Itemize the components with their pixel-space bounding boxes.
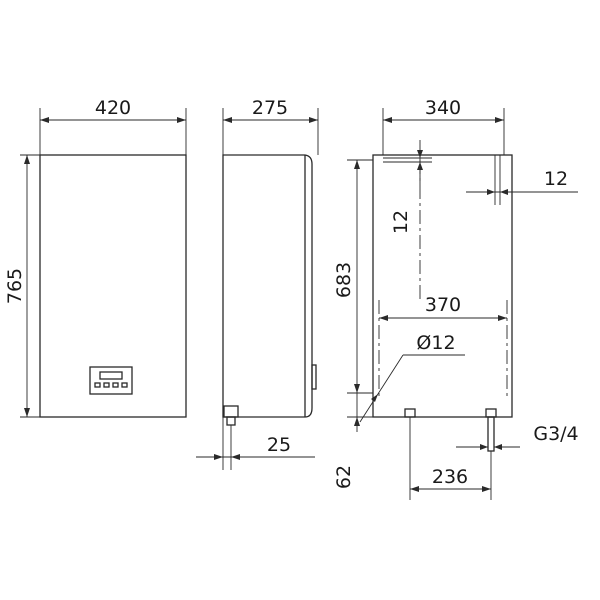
thread-label: G3/4 xyxy=(533,423,578,445)
pipe-fitting-left xyxy=(404,408,416,418)
side-view: 275 25 xyxy=(196,97,319,470)
arrowhead xyxy=(24,408,30,417)
arrowhead xyxy=(480,444,488,450)
arrowhead xyxy=(498,315,507,321)
front-housing xyxy=(39,154,187,418)
arrowhead xyxy=(482,486,491,492)
arrowhead xyxy=(500,189,508,195)
arrowhead xyxy=(309,117,318,123)
bottom-offset-label: 62 xyxy=(333,465,355,489)
arrowhead xyxy=(177,117,186,123)
control-button-3 xyxy=(112,382,119,388)
arrowhead xyxy=(354,160,360,169)
control-button-1 xyxy=(94,382,101,388)
mount-height-label: 683 xyxy=(333,262,355,298)
arrowhead xyxy=(495,117,504,123)
control-button-4 xyxy=(121,382,128,388)
arrowhead xyxy=(354,384,360,393)
pipe-spacing-label: 236 xyxy=(432,466,468,488)
arrowhead xyxy=(379,315,388,321)
front-width-label: 420 xyxy=(95,97,131,119)
hole-spacing-label: 370 xyxy=(425,294,461,316)
side-offset-label: 12 xyxy=(544,168,568,190)
front-height-label: 765 xyxy=(4,268,26,304)
arrowhead xyxy=(24,155,30,164)
arrowhead xyxy=(354,417,360,426)
arrowhead xyxy=(40,117,49,123)
arrowhead xyxy=(223,117,232,123)
side-pipe-fitting xyxy=(223,405,239,418)
front-view: 420 765 xyxy=(4,97,187,418)
arrowhead xyxy=(417,162,423,170)
side-pipe-offset-label: 25 xyxy=(267,434,291,456)
pipe-stub-right xyxy=(487,416,495,452)
control-display xyxy=(99,371,123,380)
arrowhead xyxy=(487,189,495,195)
mounting-view: 340 12 12 683 370 Ø12 xyxy=(333,97,579,500)
mount-width-label: 340 xyxy=(425,97,461,119)
arrowhead xyxy=(231,454,240,460)
side-depth-label: 275 xyxy=(252,97,288,119)
arrowhead xyxy=(371,394,378,402)
control-panel xyxy=(89,366,133,395)
top-offset-label: 12 xyxy=(390,210,412,234)
side-pipe-stub xyxy=(226,416,236,426)
side-knob xyxy=(311,364,317,390)
arrowhead xyxy=(410,486,419,492)
diameter-leader xyxy=(359,354,404,423)
mounting-housing xyxy=(372,154,513,418)
arrowhead xyxy=(494,444,502,450)
arrowhead xyxy=(214,454,223,460)
control-button-2 xyxy=(103,382,110,388)
hole-diameter-label: Ø12 xyxy=(416,332,455,354)
arrowhead xyxy=(417,150,423,158)
pipe-fitting-right xyxy=(485,408,497,418)
side-housing xyxy=(222,154,313,418)
arrowhead xyxy=(383,117,392,123)
